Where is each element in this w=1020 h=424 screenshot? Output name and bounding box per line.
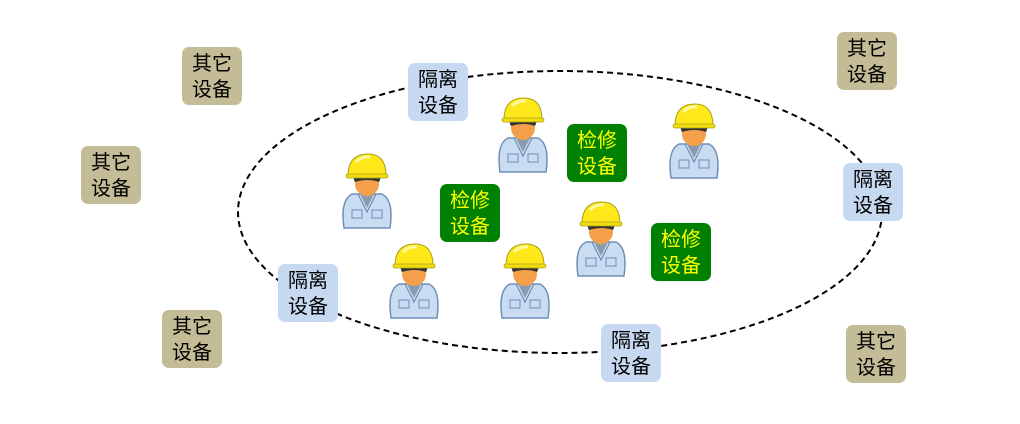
label-line: 设备 <box>577 154 617 178</box>
other-equipment: 其它设备 <box>837 32 897 90</box>
other-equipment: 其它设备 <box>182 47 242 105</box>
label-line: 设备 <box>853 193 893 217</box>
worker-icon <box>572 198 630 280</box>
worker-icon <box>496 240 554 322</box>
label-line: 设备 <box>661 253 701 277</box>
label-line: 检修 <box>661 227 701 251</box>
other-equipment: 其它设备 <box>846 325 906 383</box>
label-line: 设备 <box>192 77 232 101</box>
worker-icon <box>338 150 396 232</box>
label-line: 隔离 <box>288 268 328 292</box>
label-line: 设备 <box>847 62 887 86</box>
label-line: 隔离 <box>853 167 893 191</box>
label-line: 其它 <box>847 36 887 60</box>
label-line: 设备 <box>418 93 458 117</box>
isolation-equipment: 隔离设备 <box>278 264 338 322</box>
worker-icon <box>494 94 552 176</box>
label-line: 设备 <box>611 354 651 378</box>
isolation-equipment: 隔离设备 <box>843 163 903 221</box>
label-line: 隔离 <box>418 67 458 91</box>
maintenance-equipment: 检修设备 <box>440 184 500 242</box>
label-line: 设备 <box>172 340 212 364</box>
maintenance-equipment: 检修设备 <box>651 223 711 281</box>
label-line: 检修 <box>577 128 617 152</box>
label-line: 设备 <box>856 355 896 379</box>
worker-icon <box>385 240 443 322</box>
other-equipment: 其它设备 <box>162 310 222 368</box>
label-line: 其它 <box>172 314 212 338</box>
isolation-equipment: 隔离设备 <box>408 63 468 121</box>
maintenance-equipment: 检修设备 <box>567 124 627 182</box>
label-line: 设备 <box>91 176 131 200</box>
label-line: 设备 <box>450 214 490 238</box>
isolation-equipment: 隔离设备 <box>601 324 661 382</box>
label-line: 隔离 <box>611 328 651 352</box>
worker-icon <box>665 100 723 182</box>
label-line: 其它 <box>856 329 896 353</box>
other-equipment: 其它设备 <box>81 146 141 204</box>
label-line: 设备 <box>288 294 328 318</box>
label-line: 其它 <box>91 150 131 174</box>
label-line: 检修 <box>450 188 490 212</box>
label-line: 其它 <box>192 51 232 75</box>
